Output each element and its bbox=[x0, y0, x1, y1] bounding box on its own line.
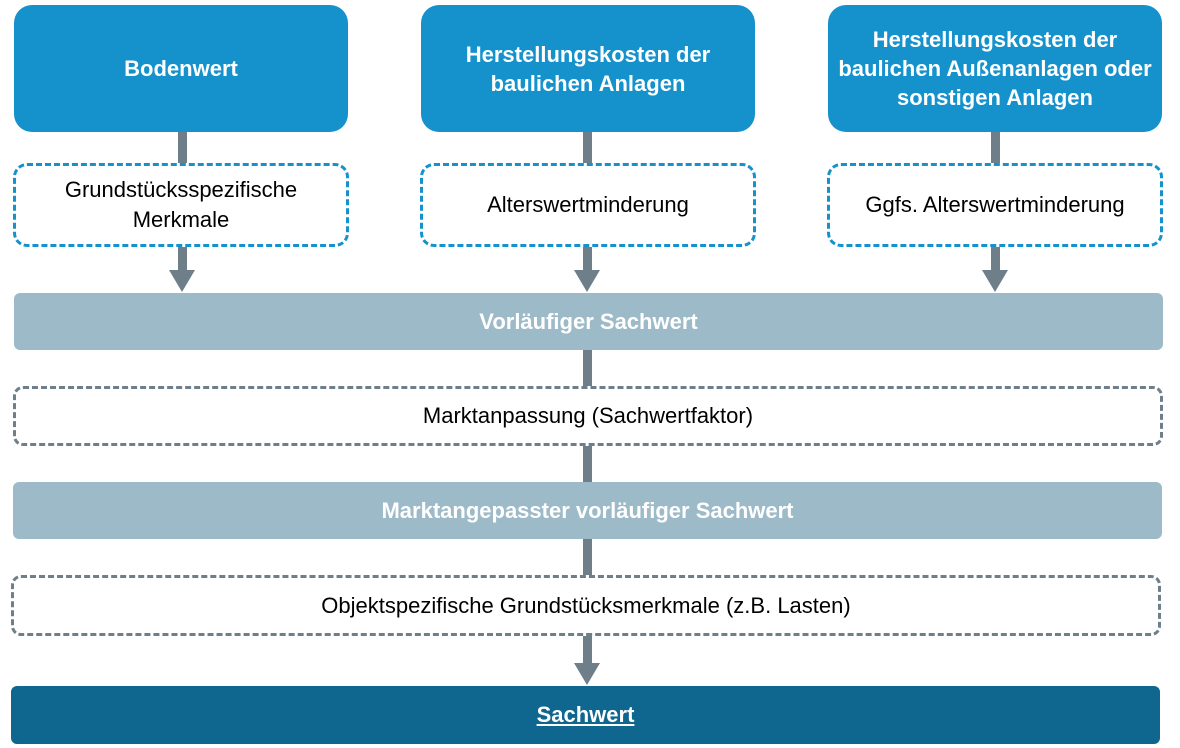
preliminary-value-bar: Vorläufiger Sachwert bbox=[14, 293, 1163, 350]
building-costs-label: Herstellungskosten der baulichen Anlagen bbox=[465, 41, 711, 96]
preliminary-value-label: Vorläufiger Sachwert bbox=[479, 308, 698, 334]
connector-line bbox=[583, 245, 592, 273]
outdoor-facilities-costs-label: Herstellungskosten der baulichen Außenan… bbox=[838, 27, 1152, 110]
age-depreciation-box: Alterswertminderung bbox=[420, 163, 756, 247]
market-adjustment-label: Marktanpassung (Sachwertfaktor) bbox=[422, 403, 754, 428]
arrow-down-icon bbox=[574, 663, 600, 685]
connector-line bbox=[991, 245, 1000, 273]
object-specific-features-label: Objektspezifische Grundstücksmerkmale (z… bbox=[321, 592, 851, 618]
property-specific-features-label: Grundstücksspezifische Merkmale bbox=[64, 177, 298, 232]
market-adjustment-box: Marktanpassung (Sachwertfaktor) bbox=[13, 386, 1163, 446]
connector-line bbox=[991, 130, 1000, 166]
land-value-label: Bodenwert bbox=[124, 56, 238, 81]
property-specific-features-box: Grundstücksspezifische Merkmale bbox=[13, 163, 349, 247]
connector-line bbox=[583, 538, 592, 578]
optional-age-depreciation-box: Ggfs. Alterswertminderung bbox=[827, 163, 1163, 247]
connector-line bbox=[583, 349, 592, 389]
object-specific-features-box: Objektspezifische Grundstücksmerkmale (z… bbox=[11, 575, 1161, 636]
arrow-down-icon bbox=[169, 270, 195, 292]
building-costs-box: Herstellungskosten der baulichen Anlagen bbox=[421, 5, 755, 132]
final-value-bar: Sachwert bbox=[11, 686, 1160, 744]
land-value-box: Bodenwert bbox=[14, 5, 348, 132]
market-adjusted-value-bar: Marktangepasster vorläufiger Sachwert bbox=[13, 482, 1162, 539]
final-value-label: Sachwert bbox=[536, 702, 635, 727]
connector-line bbox=[583, 130, 592, 166]
connector-line bbox=[583, 634, 592, 666]
arrow-down-icon bbox=[574, 270, 600, 292]
connector-line bbox=[178, 245, 187, 273]
connector-line bbox=[178, 130, 187, 166]
optional-age-depreciation-label: Ggfs. Alterswertminderung bbox=[865, 192, 1125, 217]
market-adjusted-value-label: Marktangepasster vorläufiger Sachwert bbox=[381, 497, 794, 523]
connector-line bbox=[583, 443, 592, 485]
outdoor-facilities-costs-box: Herstellungskosten der baulichen Außenan… bbox=[828, 5, 1162, 132]
age-depreciation-label: Alterswertminderung bbox=[487, 192, 689, 217]
arrow-down-icon bbox=[982, 270, 1008, 292]
